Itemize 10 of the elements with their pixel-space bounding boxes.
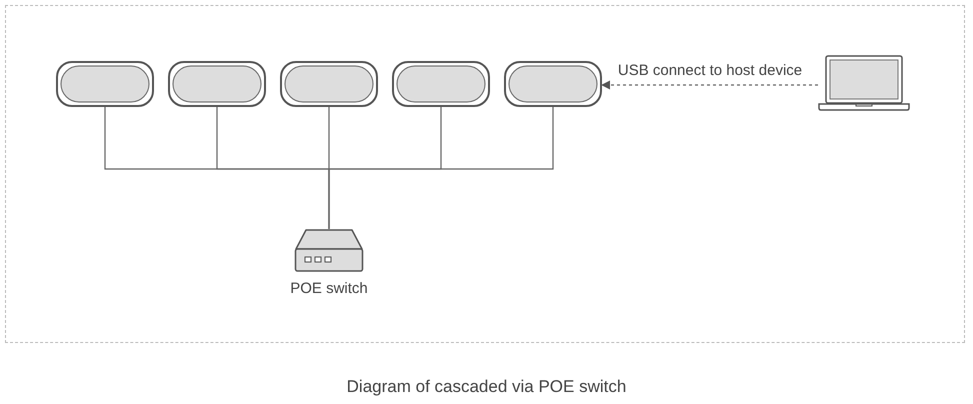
device-box xyxy=(392,61,490,107)
node-label: POE switch xyxy=(290,280,368,298)
device-box xyxy=(280,61,378,107)
device-box xyxy=(504,61,602,107)
dashed-arrow xyxy=(601,80,818,90)
device-box xyxy=(168,61,266,107)
connector-line xyxy=(328,107,554,229)
caption: Diagram of cascaded via POE switch xyxy=(346,376,626,398)
laptop-icon xyxy=(818,55,910,111)
device-box xyxy=(56,61,154,107)
